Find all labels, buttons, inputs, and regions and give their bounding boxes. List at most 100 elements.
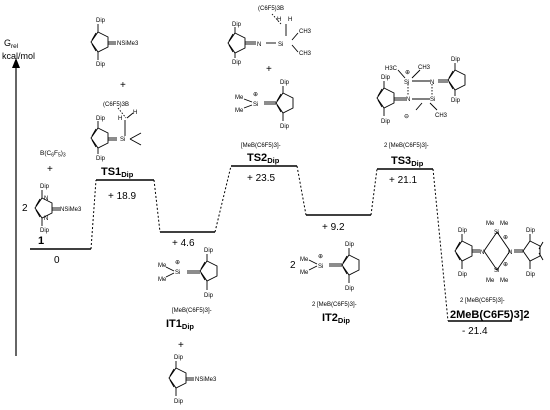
connector-6 [432,168,449,322]
ch3-ts2-2: CH3 [299,51,312,57]
connector-5 [370,168,378,216]
nhc-ring-it1-free [168,361,194,396]
n-ts3-2: N [406,97,410,103]
ch3-ts3-2: CH3 [435,113,448,119]
me-ts2-2: Me [235,108,244,114]
connector-3 [214,165,232,233]
counterion-end: 2 [MeB(C6F5)3]- [460,298,505,304]
dip-ts1-top: Dip [96,18,106,24]
n-start-2: N [44,216,48,222]
dip-it1f-top: Dip [174,355,184,361]
coeff-start: 2 [22,203,28,214]
si-ts1: Si [120,137,125,143]
dip-it1-bottom: Dip [204,293,214,299]
h-ts1-2: H [133,110,137,116]
borane-ts2: (C6F5)3B [258,6,284,12]
value-it2: + 9.2 [322,222,345,233]
label-ts2: TS2Dip [247,152,280,165]
label-ts1: TS1Dip [101,166,134,179]
dip-ts2-top-b: Dip [232,60,242,66]
dip-end-1: Dip [458,228,468,234]
species-ts2: (C6F5)3B Dip Dip N Si H H CH3 CH3 + Dip … [227,6,312,149]
dip-start-top: Dip [40,184,50,190]
plus-charge-it2: ⊕ [318,254,323,260]
nhc-ring-ts3 [376,63,466,116]
h-ts1-1: H [118,116,122,122]
si-ts2-b: Si [253,102,258,108]
label-compound-1: 1 [38,235,44,247]
connectors [90,165,449,322]
plus-charge-end-2: ⊕ [503,262,508,268]
dip-it1-top: Dip [204,248,214,254]
connector-4 [296,165,307,216]
nsime3-start: NSiMe3 [60,207,82,213]
me-it1-1: Me [158,263,167,269]
nsime3-ts1: NSiMe3 [117,41,139,47]
minus-charge-ts3: ⊖ [404,114,409,120]
nsime3-it1: NSiMe3 [195,377,217,383]
label-ts3: TS3Dip [391,155,424,168]
dip-it2-top: Dip [345,242,355,248]
n-end-2: N [508,250,512,256]
me-it1-2: Me [158,277,167,283]
dip-ts3-1: Dip [451,57,461,63]
dip-ts2-top: Dip [232,22,242,28]
si-it1: Si [175,270,180,276]
value-it1: + 4.6 [172,238,195,249]
counterion-ts2: [MeB(C6F5)3]- [241,143,281,149]
me-end-3: Me [486,278,495,284]
dip-ts2-b1: Dip [280,80,290,86]
h3c-ts3: H3C [385,66,398,72]
dip-it1f-bottom: Dip [174,399,184,405]
y-axis-arrowhead [12,58,20,68]
label-it1: IT1Dip [166,318,194,331]
n-ts2: N [257,42,261,48]
energy-levels [30,165,512,322]
si-ts3-2: Si [430,97,435,103]
counterion-it1: [MeB(C6F5)3]- [172,308,212,314]
me-end-2: Me [500,221,509,227]
dip-start-bottom: Dip [40,228,50,234]
label-end: 2MeB(C6F5)3]2 [450,309,529,321]
dip-ts1-top-b: Dip [96,62,106,68]
me-it2-1: Me [300,257,309,263]
ch3-ts2-1: CH3 [299,29,312,35]
value-ts2: + 23.5 [247,173,276,184]
plus-charge-it1: ⊕ [175,260,180,266]
me-end-1: Me [486,221,495,227]
value-end: - 21.4 [462,326,488,337]
species-ts1: Dip Dip NSiMe3 + (C6F5)3B Dip Dip Si H H [90,18,142,162]
borane-ts1: (C6F5)3B [103,102,129,108]
ch3-ts3-1: CH3 [418,65,431,71]
me-ts2-1: Me [235,95,244,101]
dip-ts1-b2: Dip [96,156,106,162]
si-ts3-1: Si [404,80,409,86]
h-ts2-2: H [288,17,292,23]
nhc-ring-ts1-top [90,24,116,60]
n-ts3-1: N [430,80,434,86]
counterion-it2: 2 [MeB(C6F5)3]- [312,302,357,308]
nhc-ring-it2 [308,248,360,283]
species-start: B(C6F5)3 + 2 Dip Dip N N NSiMe3 1 [22,150,82,247]
n-end-1: N [480,250,484,256]
connector-1 [90,179,97,250]
si-it2: Si [318,264,323,270]
me-it2-2: Me [300,270,309,276]
coeff-it2: 2 [290,260,296,271]
dip-end-3: Dip [526,228,536,234]
plus-charge-ts3: ⊕ [405,70,410,76]
species-end: Dip Dip Dip Dip N N Si Si ⊕ ⊕ Me Me Me M… [450,221,544,321]
axis-label-unit: kcal/mol [2,51,35,61]
nhc-ring-it1 [165,254,218,290]
si-end-1: Si [494,230,499,236]
plus-start: + [47,164,53,175]
connector-2 [153,179,161,233]
species-it1: Dip Dip Me Me Si ⊕ [MeB(C6F5)3]- IT1Dip … [158,248,218,405]
dip-ts3-2: Dip [451,98,461,104]
label-it2: IT2Dip [322,312,350,325]
si-end-2: Si [494,268,499,274]
me-end-4: Me [500,278,509,284]
plus-ts2: + [266,64,272,75]
